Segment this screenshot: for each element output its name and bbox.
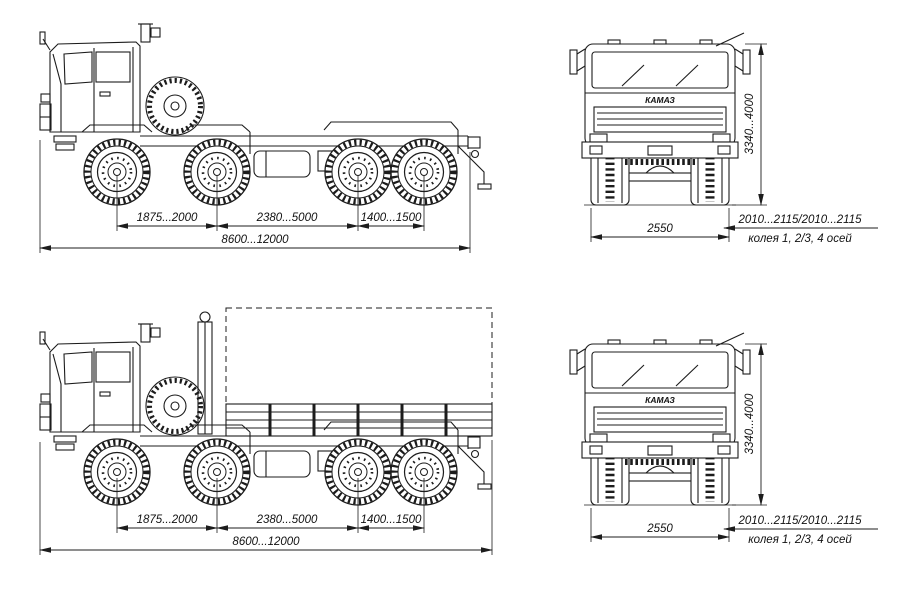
dim-overall-length: 8600...12000 [232, 536, 300, 548]
front-view-chassis [570, 33, 750, 205]
side-view-flatbed [40, 324, 491, 505]
dim-axle-3-4: 1400...1500 [361, 212, 422, 224]
grille-logo: КАМАЗ [645, 95, 675, 105]
dim-cab-width: 2550 [646, 523, 673, 535]
dim-track: 2010...2115/2010...2115 [738, 214, 863, 226]
dim-axle-1-2: 1875...2000 [137, 212, 198, 224]
dim-axle-2-3: 2380...5000 [256, 212, 318, 224]
dim-height: 3340...4000 [744, 93, 756, 154]
flatbed-front-dimensions: 3340...4000 2550 2010...2115/2010...2115… [590, 343, 878, 546]
front-view-flatbed [570, 333, 750, 505]
flatbed-side-dimensions: 1875...2000 2380...5000 1400...1500 8600… [39, 440, 493, 555]
dim-track: 2010...2115/2010...2115 [738, 515, 863, 527]
grille-logo: КАМАЗ [645, 395, 675, 405]
dim-height: 3340...4000 [744, 393, 756, 454]
dim-cab-width: 2550 [646, 223, 673, 235]
chassis-side-dimensions: 1875...2000 2380...5000 1400...1500 8600… [39, 140, 471, 253]
flatbed-body [197, 307, 493, 437]
dim-track-caption: колея 1, 2/3, 4 осей [748, 233, 852, 245]
dim-overall-length: 8600...12000 [221, 234, 289, 246]
dim-axle-2-3: 2380...5000 [256, 514, 318, 526]
dim-track-caption: колея 1, 2/3, 4 осей [748, 534, 852, 546]
chassis-front-dimensions: 3340...4000 2550 2010...2115/2010...2115… [590, 43, 878, 245]
dim-axle-1-2: 1875...2000 [137, 514, 198, 526]
side-view-chassis [40, 24, 491, 205]
dim-axle-3-4: 1400...1500 [361, 514, 422, 526]
